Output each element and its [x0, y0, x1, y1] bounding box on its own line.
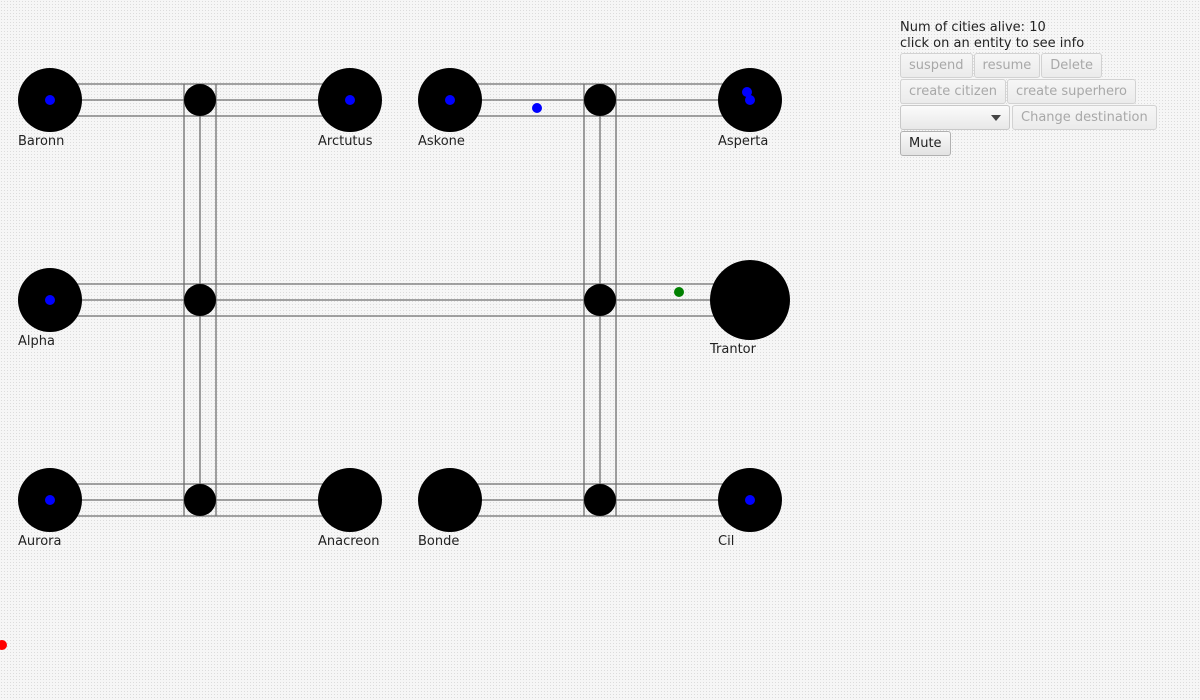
create-superhero-button[interactable]: create superhero [1006, 79, 1136, 104]
destination-select[interactable] [900, 105, 1010, 130]
city-arctutus[interactable]: Arctutus [318, 68, 382, 149]
city-label: Bonde [418, 534, 459, 549]
citizen-dot[interactable] [742, 87, 752, 97]
city-label: Askone [418, 134, 465, 149]
city-baronn[interactable]: Baronn [18, 68, 82, 149]
intersections [184, 84, 616, 516]
citizen-dot[interactable] [745, 95, 755, 105]
city-askone[interactable]: Askone [418, 68, 482, 149]
city-trantor[interactable]: Trantor [709, 260, 790, 357]
city-label: Aurora [18, 534, 61, 549]
citizen-dot[interactable] [345, 95, 355, 105]
citizen-dot[interactable] [45, 295, 55, 305]
city-aurora[interactable]: Aurora [18, 468, 82, 549]
city-label: Anacreon [318, 534, 380, 549]
city-anacreon[interactable]: Anacreon [318, 468, 382, 549]
city-asperta[interactable]: Asperta [718, 68, 782, 149]
cities: Baronn Arctutus Askone Asperta Alpha Tra… [18, 68, 790, 549]
city-label: Alpha [18, 334, 55, 349]
create-row: create citizen create superhero [900, 79, 1190, 104]
world-map: Baronn Arctutus Askone Asperta Alpha Tra… [0, 68, 790, 650]
cities-alive-counter: Num of cities alive: 10 [900, 20, 1046, 35]
intersection-node[interactable] [584, 484, 616, 516]
intersection-node[interactable] [184, 284, 216, 316]
intersection-node[interactable] [584, 284, 616, 316]
change-destination-button[interactable]: Change destination [1012, 105, 1157, 130]
citizen-dot[interactable] [45, 495, 55, 505]
citizen-dot[interactable] [445, 95, 455, 105]
city-label: Arctutus [318, 134, 373, 149]
citizen-dot[interactable] [532, 103, 542, 113]
city-cil[interactable]: Cil [718, 468, 782, 549]
road-alpha-trantor[interactable] [50, 283, 750, 317]
delete-button[interactable]: Delete [1041, 53, 1102, 78]
red-marker-dot[interactable] [0, 640, 7, 650]
intersection-node[interactable] [184, 84, 216, 116]
city-bonde[interactable]: Bonde [418, 468, 482, 549]
citizen-dot[interactable] [745, 495, 755, 505]
chevron-down-icon [991, 115, 1001, 121]
roads [50, 83, 750, 517]
citizen-dot[interactable] [45, 95, 55, 105]
mute-row: Mute [900, 131, 1190, 156]
superhero-dot[interactable] [674, 287, 684, 297]
info-hint: click on an entity to see info [900, 36, 1085, 51]
city-label: Baronn [18, 134, 64, 149]
suspend-button[interactable]: suspend [900, 53, 973, 78]
city-node[interactable] [318, 468, 382, 532]
city-label: Trantor [709, 342, 757, 357]
create-citizen-button[interactable]: create citizen [900, 79, 1006, 104]
mute-button[interactable]: Mute [900, 131, 951, 156]
entities [0, 87, 755, 650]
city-node[interactable] [710, 260, 790, 340]
city-label: Cil [718, 534, 734, 549]
resume-button[interactable]: resume [973, 53, 1041, 78]
entity-control-row: suspend resume Delete [900, 53, 1190, 78]
city-alpha[interactable]: Alpha [18, 268, 82, 349]
city-node[interactable] [418, 468, 482, 532]
destination-row: Change destination [900, 105, 1190, 130]
intersection-node[interactable] [184, 484, 216, 516]
intersection-node[interactable] [584, 84, 616, 116]
city-label: Asperta [718, 134, 768, 149]
control-panel: Num of cities alive: 10 click on an enti… [900, 20, 1190, 156]
